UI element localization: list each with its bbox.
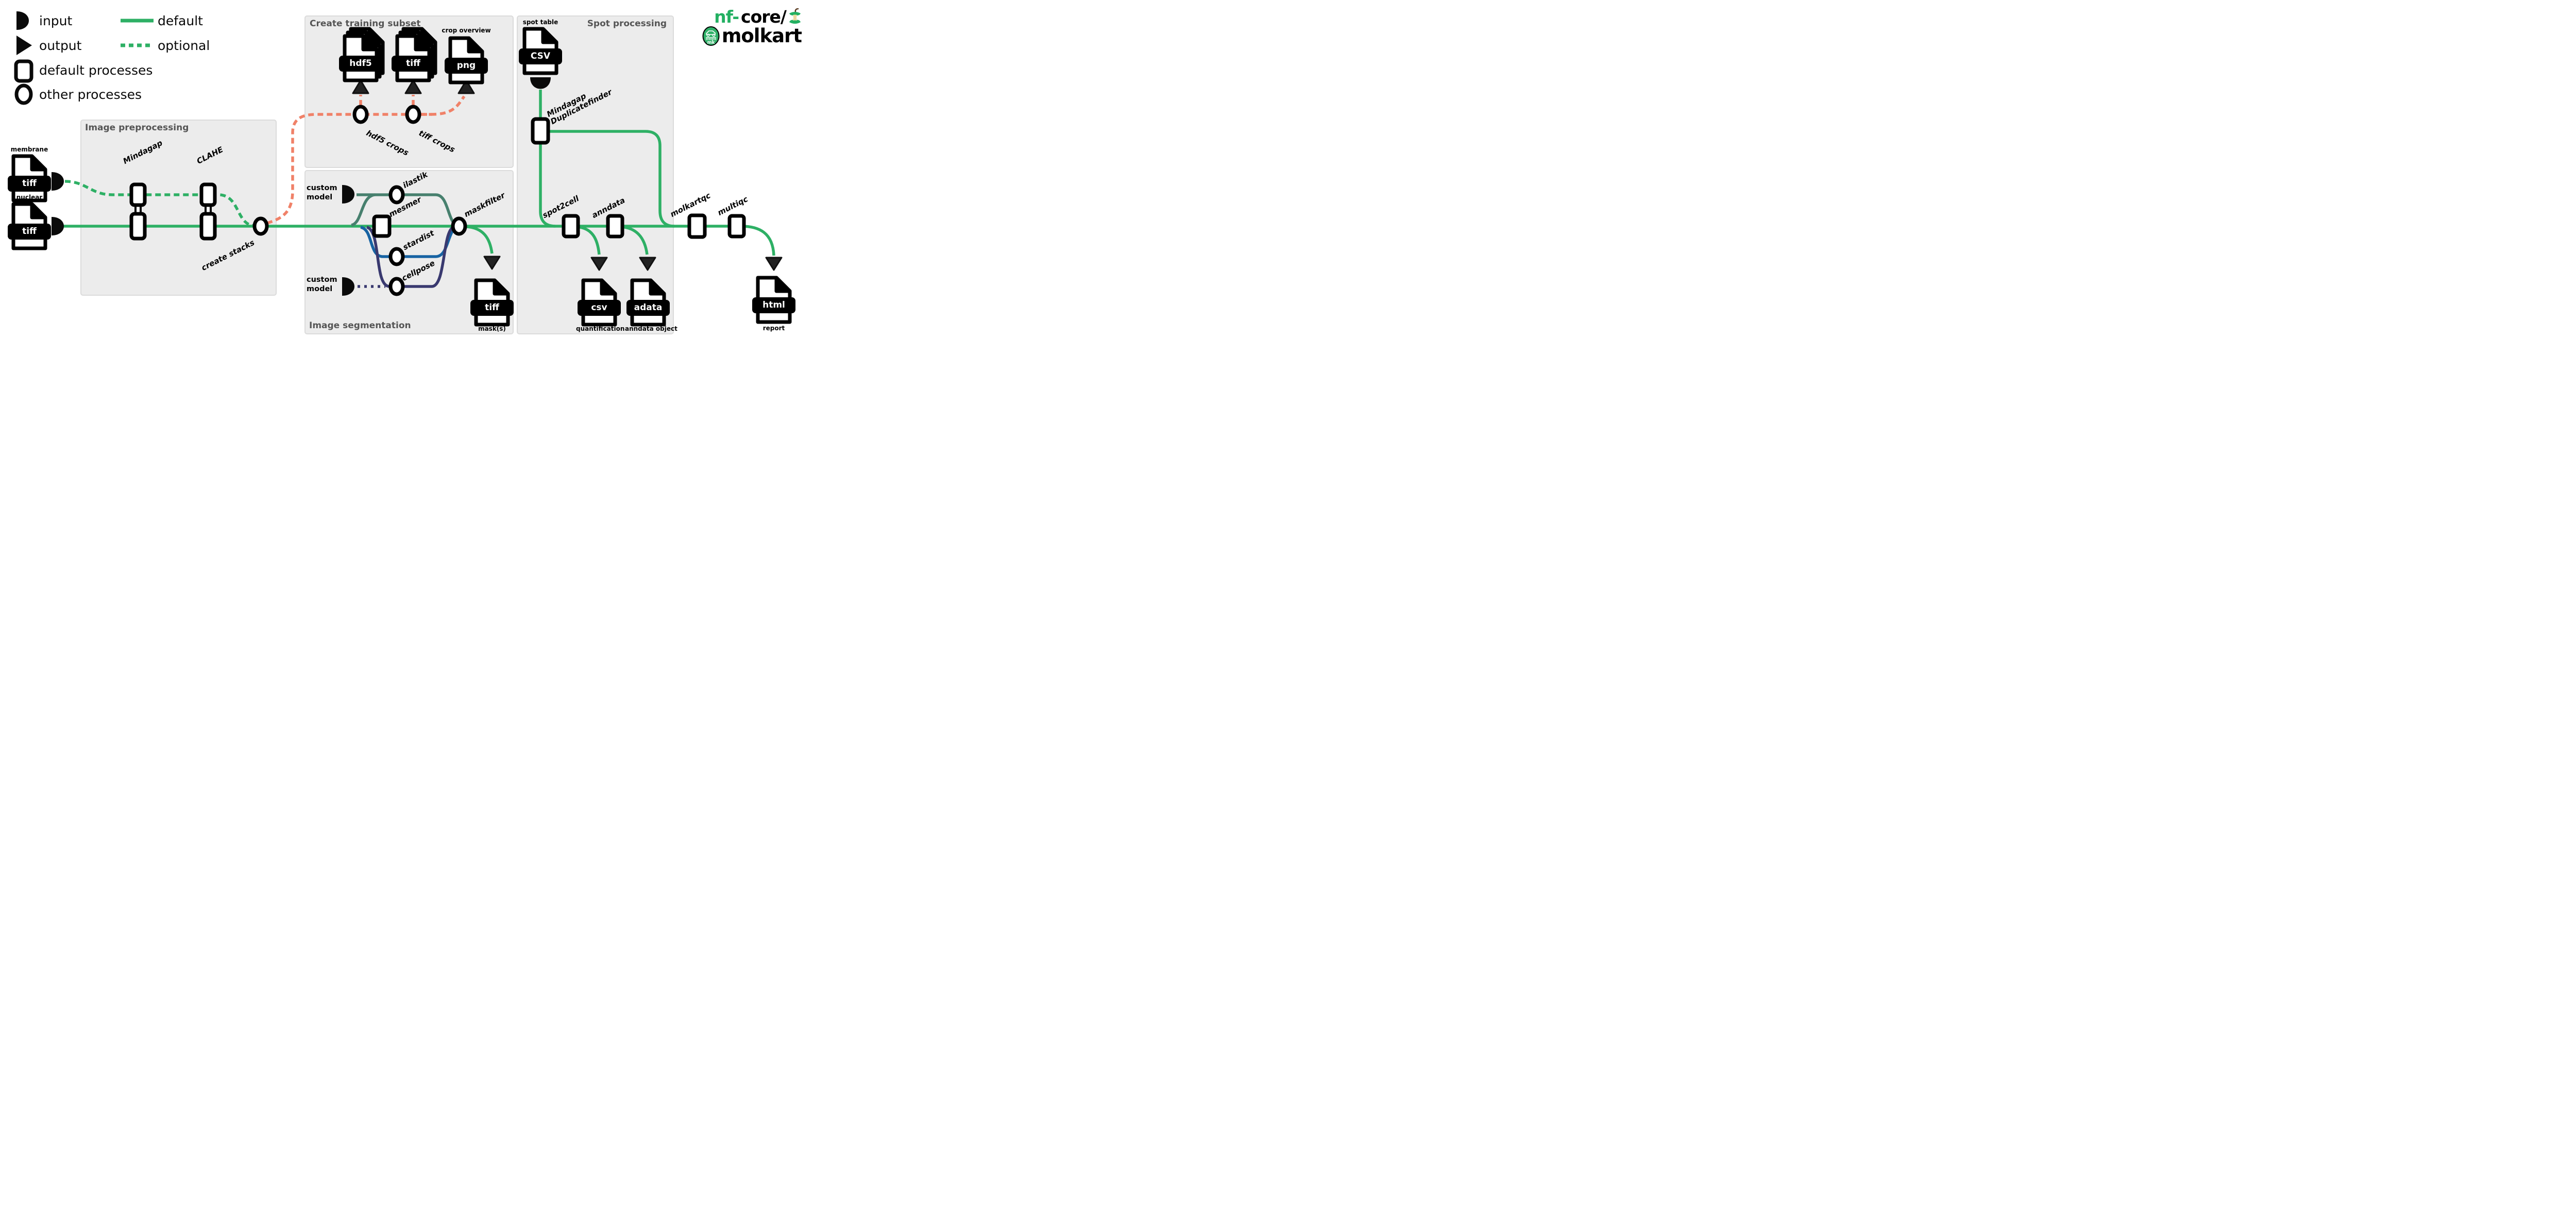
report-output-arrow-icon <box>765 257 783 271</box>
membrane-input-icon <box>52 172 64 191</box>
mask-output-arrow-icon <box>483 256 501 270</box>
nf-core-molkart-logo: nf-core/ mk molkart <box>702 8 802 46</box>
legend-input-label: input <box>39 13 73 28</box>
membrane-tiff-file-icon: tiff <box>8 154 51 202</box>
edge-quantification-output <box>575 225 601 255</box>
legend-other-process-icon <box>14 83 33 105</box>
title-create-training-subset: Create training subset <box>310 19 421 29</box>
mask-label: mask(s) <box>478 325 506 332</box>
badge-mk-text: mk <box>707 40 715 45</box>
title-spot-processing: Spot processing <box>587 19 667 29</box>
logo-molkart-text: molkart <box>721 24 802 47</box>
ilastik-node <box>388 185 405 205</box>
anndata-node <box>606 214 624 239</box>
custom-model2-label: custom model <box>307 276 337 293</box>
custom-model-label: custom model <box>307 184 337 201</box>
edge-ilastik-branch-up <box>351 193 376 227</box>
clahe-node <box>199 182 217 241</box>
spot-table-label: spot table <box>522 19 558 26</box>
edge-dupfinder-down <box>539 143 556 228</box>
nuclear-label: nuclear <box>16 194 43 201</box>
legend-default-process-icon <box>14 59 33 83</box>
edge-anndata-output <box>620 225 649 255</box>
legend-other-processes-label: other processes <box>39 87 142 102</box>
file-ext-label: CSV <box>519 48 562 64</box>
file-ext-label: html <box>752 297 795 313</box>
edge-png-up <box>421 95 466 116</box>
edge-stardist-branch <box>360 225 459 258</box>
nuclear-tiff-file-icon: tiff <box>8 202 51 250</box>
molkartqc-node <box>687 213 707 239</box>
legend-default-line-label: default <box>158 13 203 28</box>
edge-membrane-optional <box>64 180 255 227</box>
custom-model-input-icon <box>342 185 354 204</box>
anndata-adata-file-icon: adata <box>626 278 670 327</box>
file-ext-label: tiff <box>392 56 435 72</box>
anndata-output-arrow-icon <box>639 257 656 271</box>
tiff-crops-node <box>405 105 421 124</box>
wires-layer <box>14 11 783 296</box>
quantification-label: quantification <box>576 325 625 332</box>
edge-dupfinder-right <box>548 130 675 228</box>
stardist-node <box>388 247 405 266</box>
title-image-preprocessing: Image preprocessing <box>85 123 189 133</box>
file-ext-label: csv <box>578 300 621 316</box>
legend-output-icon <box>16 36 32 55</box>
mesmer-node <box>372 214 392 238</box>
duplicatefinder-node <box>531 117 550 145</box>
maskfilter-node <box>451 216 467 236</box>
hdf5-crops-node <box>352 105 369 124</box>
molkart-badge-icon: mk <box>702 26 720 46</box>
report-html-file-icon: html <box>752 276 795 324</box>
file-ext-label: tiff <box>8 224 51 240</box>
title-image-segmentation: Image segmentation <box>309 320 411 331</box>
legend-output-label: output <box>39 38 82 53</box>
quantification-output-arrow-icon <box>590 257 608 271</box>
report-label: report <box>762 325 785 332</box>
file-ext-label: tiff <box>470 300 514 316</box>
quantification-csv-file-icon: csv <box>578 278 621 327</box>
hdf5-output-arrow-icon <box>352 79 369 94</box>
tiff-output-arrow-icon <box>404 79 422 94</box>
box-image-preprocessing <box>80 120 277 296</box>
membrane-label: membrane <box>10 146 48 153</box>
png-output-arrow-icon <box>457 79 475 94</box>
custom-model2-input-icon <box>342 277 354 296</box>
file-ext-label: tiff <box>8 176 51 192</box>
apple-core-icon <box>789 8 801 24</box>
mindagap-node <box>129 182 147 241</box>
spot-table-csv-file-icon: CSV <box>519 27 562 75</box>
file-ext-label: hdf5 <box>339 56 382 72</box>
spot-table-input-icon <box>530 77 551 89</box>
legend-default-processes-label: default processes <box>39 63 153 78</box>
nuclear-input-icon <box>52 217 64 235</box>
legend-optional-line-label: optional <box>158 38 210 53</box>
edge-mask-output <box>466 225 494 254</box>
crop-overview-label: crop overview <box>442 27 491 34</box>
hdf5-stack-file-icon: hdf5 <box>339 27 385 82</box>
cellpose-node <box>388 277 405 296</box>
file-ext-label: adata <box>626 300 670 316</box>
spot2cell-node <box>562 214 580 239</box>
file-ext-label: png <box>445 58 488 74</box>
multiqc-node <box>727 214 746 239</box>
anndata-object-label: anndata object <box>625 325 677 332</box>
mask-tiff-file-icon: tiff <box>470 278 514 327</box>
png-file-icon: png <box>445 36 488 84</box>
create-stacks-node <box>252 216 269 236</box>
logo-core-text: core/ <box>741 7 787 27</box>
edge-cellpose-branch <box>366 225 455 288</box>
logo-nf-text: nf- <box>714 7 739 27</box>
legend-input-icon <box>16 11 29 30</box>
tiff-stack-file-icon: tiff <box>392 27 437 82</box>
pipeline-diagram: Image preprocessing Create training subs… <box>0 0 808 340</box>
edge-training-branch <box>266 113 432 225</box>
